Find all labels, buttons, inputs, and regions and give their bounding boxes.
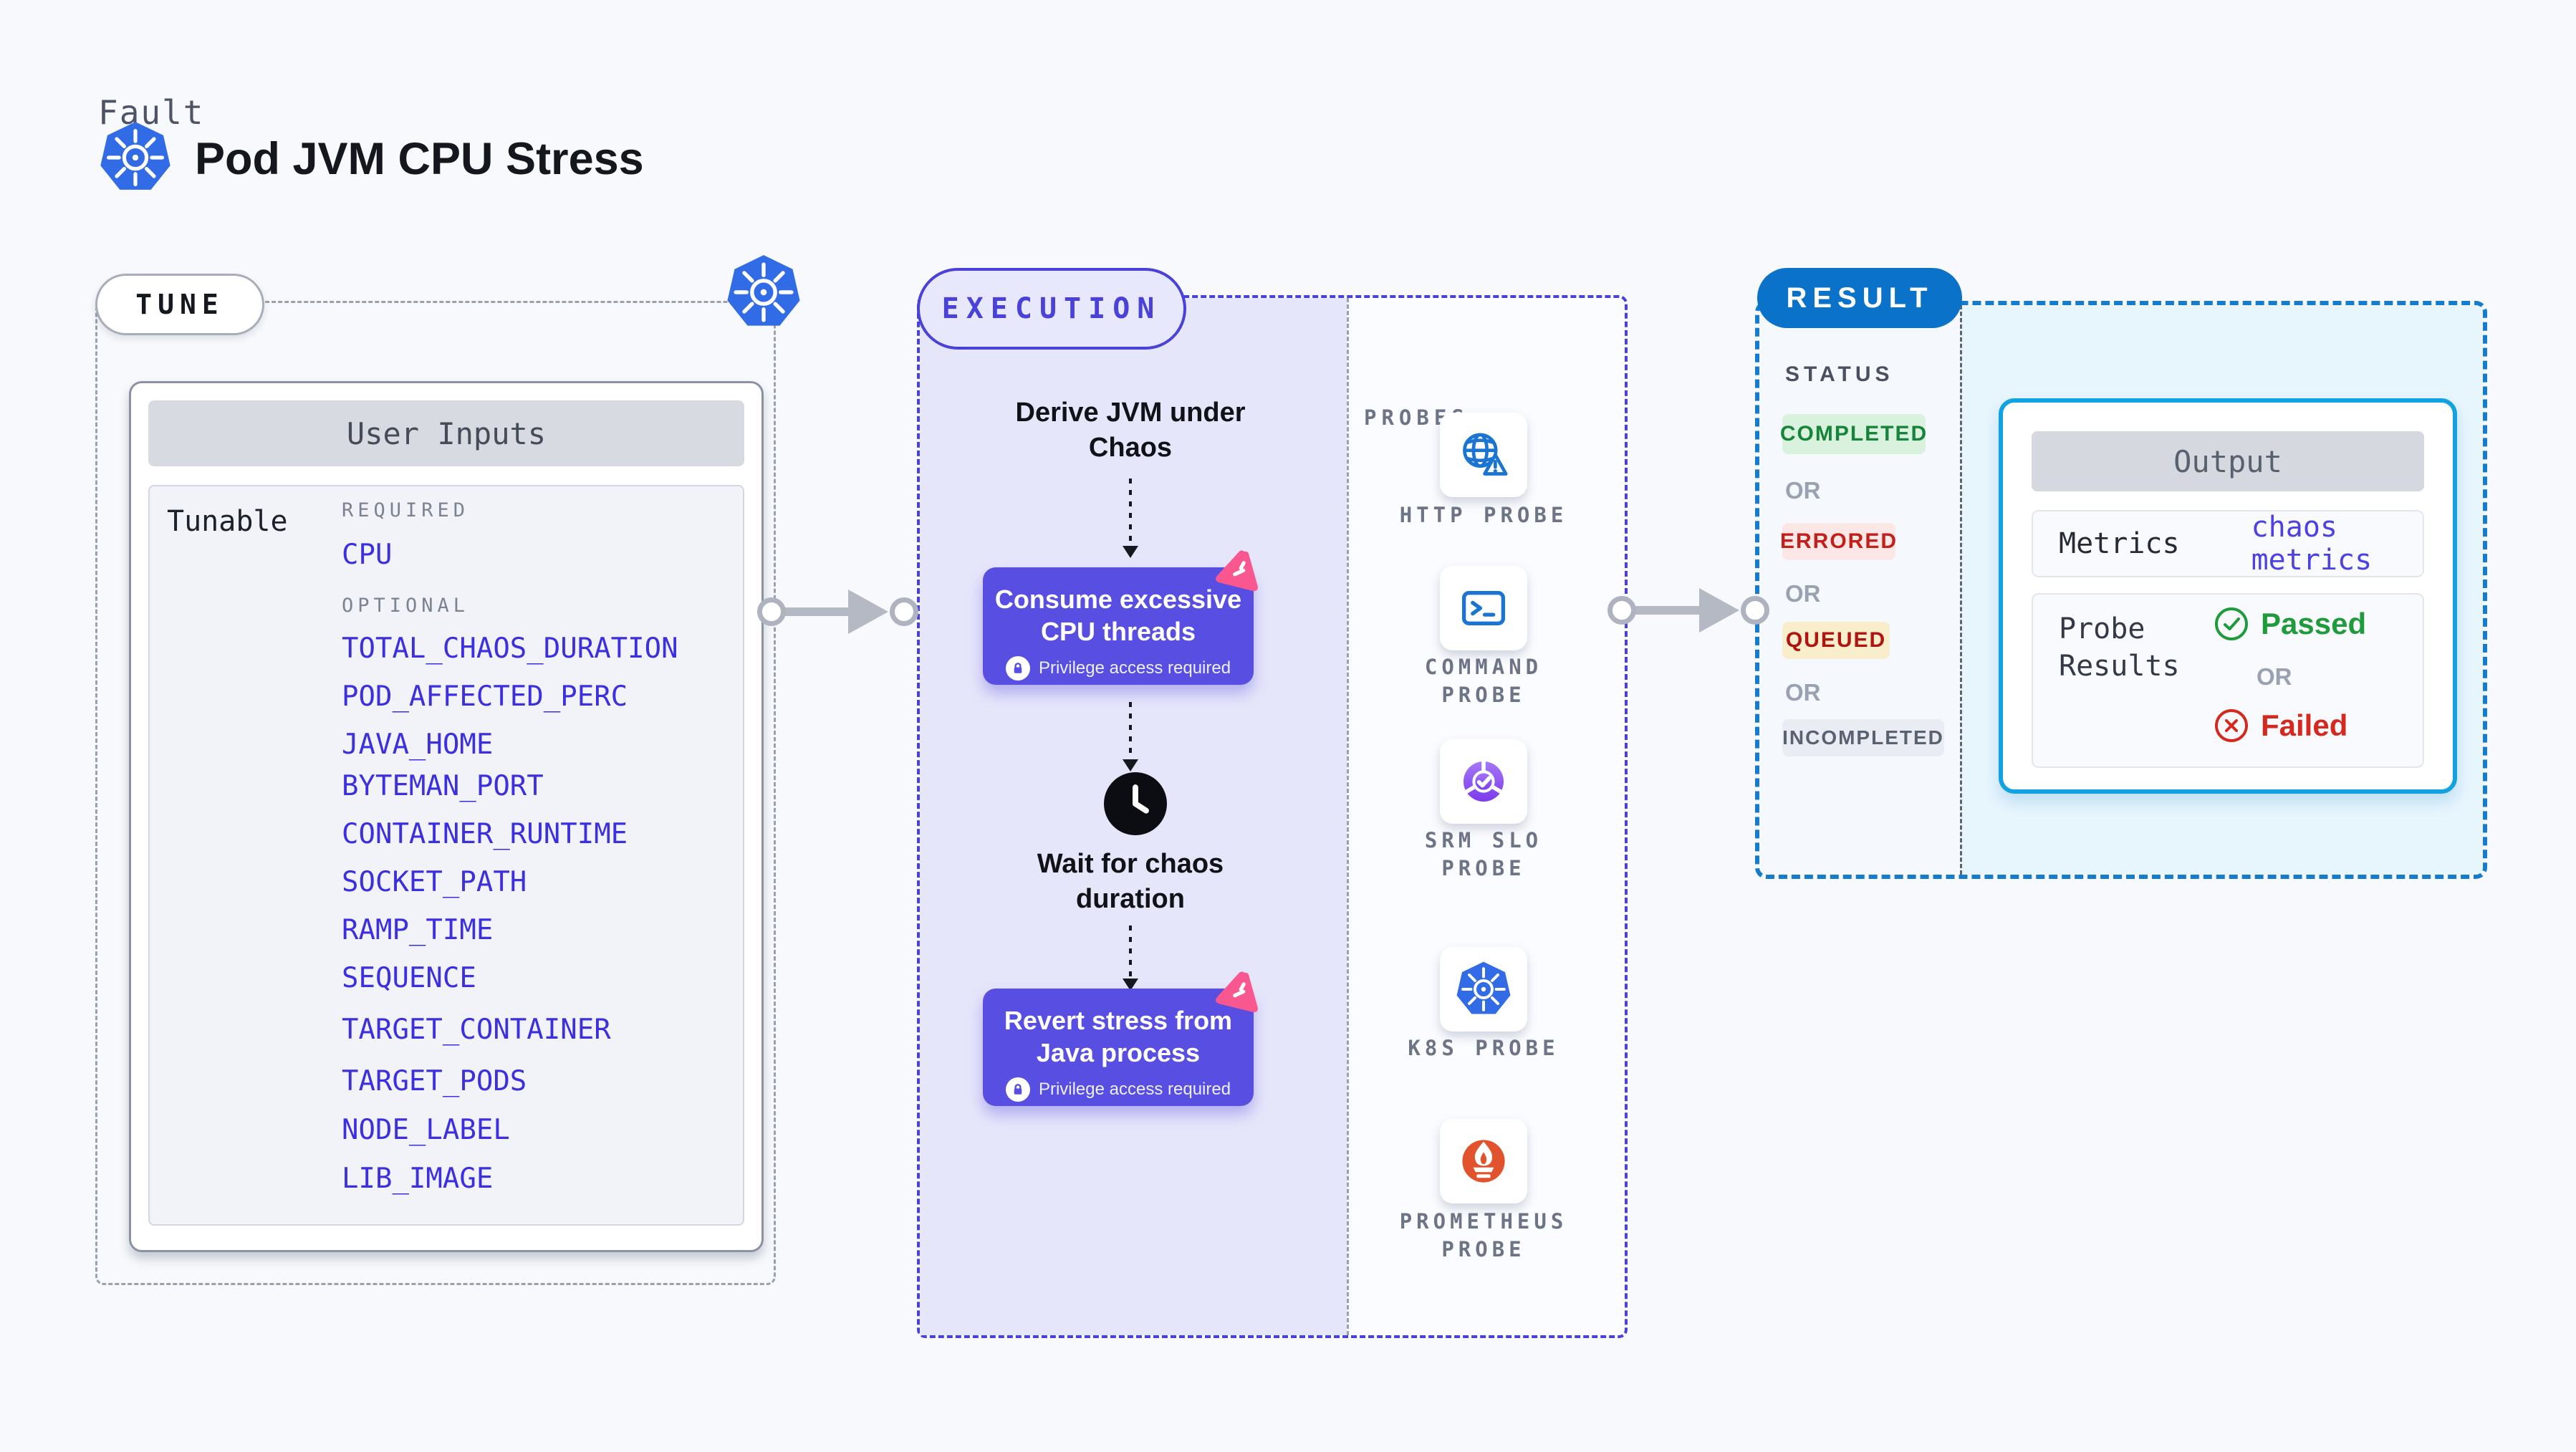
tune-pill: TUNE	[95, 274, 264, 335]
consume-cpu-node: Consume excessive CPU threads Privilege …	[983, 567, 1254, 685]
params-list: REQUIRED CPU OPTIONAL TOTAL_CHAOS_DURATI…	[342, 499, 729, 1196]
globe-alert-icon	[1463, 433, 1508, 476]
probes-divider	[1347, 298, 1349, 1335]
clock-icon	[1104, 772, 1167, 835]
chaos-badge-icon	[1208, 540, 1270, 602]
param-item: TOTAL_CHAOS_DURATION	[342, 633, 678, 665]
or-label: OR	[1785, 477, 1821, 504]
terminal-icon	[1461, 591, 1506, 625]
kubernetes-icon	[98, 120, 173, 195]
param-item: NODE_LABEL	[342, 1114, 510, 1146]
probe-card-http	[1440, 413, 1527, 497]
execution-pill-label: EXECUTION	[941, 292, 1162, 325]
param-item: JAVA_HOME	[342, 729, 494, 761]
tune-pill-label: TUNE	[135, 289, 224, 320]
revert-stress-node: Revert stress from Java process Privileg…	[983, 989, 1254, 1106]
user-inputs-title: User Inputs	[346, 415, 547, 451]
param-item: RAMP_TIME	[342, 914, 494, 946]
param-item: CONTAINER_RUNTIME	[342, 818, 628, 850]
chaos-badge-icon	[1208, 961, 1270, 1024]
result-divider	[1960, 305, 1962, 875]
param-item: TARGET_CONTAINER	[342, 1014, 611, 1046]
output-header: Output	[2032, 431, 2424, 491]
param-item: BYTEMAN_PORT	[342, 770, 544, 802]
probe-card-srm-slo	[1440, 739, 1527, 824]
status-badge-queued: QUEUED	[1782, 622, 1890, 659]
lock-icon	[1005, 656, 1030, 681]
slo-pie-check-icon	[1464, 760, 1504, 802]
probe-label: K8S PROBE	[1408, 1036, 1559, 1060]
fault-kicker: Fault	[98, 93, 205, 132]
result-pill-label: RESULT	[1786, 282, 1933, 314]
kubernetes-icon	[725, 254, 802, 331]
param-item: CPU	[342, 539, 393, 571]
flow-step-wait: Wait for chaos duration	[1037, 849, 1224, 914]
tunable-label: Tunable	[167, 505, 288, 538]
output-card: Output Metrics chaos metrics Probe Resul…	[1999, 398, 2457, 794]
kubernetes-icon	[1456, 961, 1511, 1014]
probe-results-label: Probe Results	[2059, 612, 2180, 683]
optional-group-label: OPTIONAL	[342, 595, 470, 617]
privilege-note: Privilege access required	[1038, 1080, 1231, 1099]
tune-section	[95, 301, 776, 1285]
or-label: OR	[1785, 580, 1821, 607]
user-inputs-header: User Inputs	[148, 400, 744, 466]
probe-card-k8s	[1440, 947, 1527, 1032]
probe-card-command	[1440, 566, 1527, 650]
prometheus-flame-icon	[1462, 1140, 1505, 1183]
lock-icon	[1005, 1077, 1030, 1102]
param-item: POD_AFFECTED_PERC	[342, 681, 628, 713]
or-label: OR	[2257, 663, 2292, 690]
tunable-panel: Tunable REQUIRED CPU OPTIONAL TOTAL_CHAO…	[148, 485, 744, 1226]
param-item: TARGET_PODS	[342, 1065, 527, 1097]
probe-label: SRM SLO PROBE	[1424, 828, 1543, 880]
status-label: STATUS	[1785, 362, 1894, 386]
param-item: SEQUENCE	[342, 962, 476, 994]
page-title: Pod JVM CPU Stress	[195, 134, 644, 184]
failed-result: Failed	[2214, 708, 2347, 744]
probe-label: COMMAND PROBE	[1424, 655, 1543, 707]
passed-result: Passed	[2214, 606, 2366, 642]
probe-label: PROMETHEUS PROBE	[1399, 1209, 1568, 1261]
metrics-value: chaos metrics	[2251, 511, 2373, 577]
probe-results-row: Probe Results Passed OR Failed	[2032, 593, 2424, 768]
x-circle-icon	[2215, 709, 2248, 742]
execution-pill: EXECUTION	[917, 268, 1186, 350]
flow-step-derive: Derive JVM under Chaos	[1015, 398, 1246, 463]
status-badge-errored: ERRORED	[1780, 523, 1896, 560]
required-group-label: REQUIRED	[342, 499, 470, 521]
output-title: Output	[2173, 443, 2282, 479]
status-badge-completed: COMPLETED	[1780, 414, 1926, 454]
param-item: SOCKET_PATH	[342, 866, 527, 898]
user-inputs-card: User Inputs Tunable REQUIRED CPU OPTIONA…	[129, 381, 764, 1252]
param-item: LIB_IMAGE	[342, 1163, 494, 1195]
privilege-note: Privilege access required	[1038, 658, 1231, 678]
check-circle-icon	[2215, 607, 2248, 640]
or-label: OR	[1785, 679, 1821, 706]
metrics-row: Metrics chaos metrics	[2032, 510, 2424, 577]
result-pill: RESULT	[1757, 268, 1962, 328]
metrics-label: Metrics	[2059, 527, 2180, 560]
probe-label: HTTP PROBE	[1399, 503, 1568, 527]
status-badge-incompleted: INCOMPLETED	[1782, 719, 1944, 756]
probe-card-prometheus	[1440, 1119, 1527, 1203]
